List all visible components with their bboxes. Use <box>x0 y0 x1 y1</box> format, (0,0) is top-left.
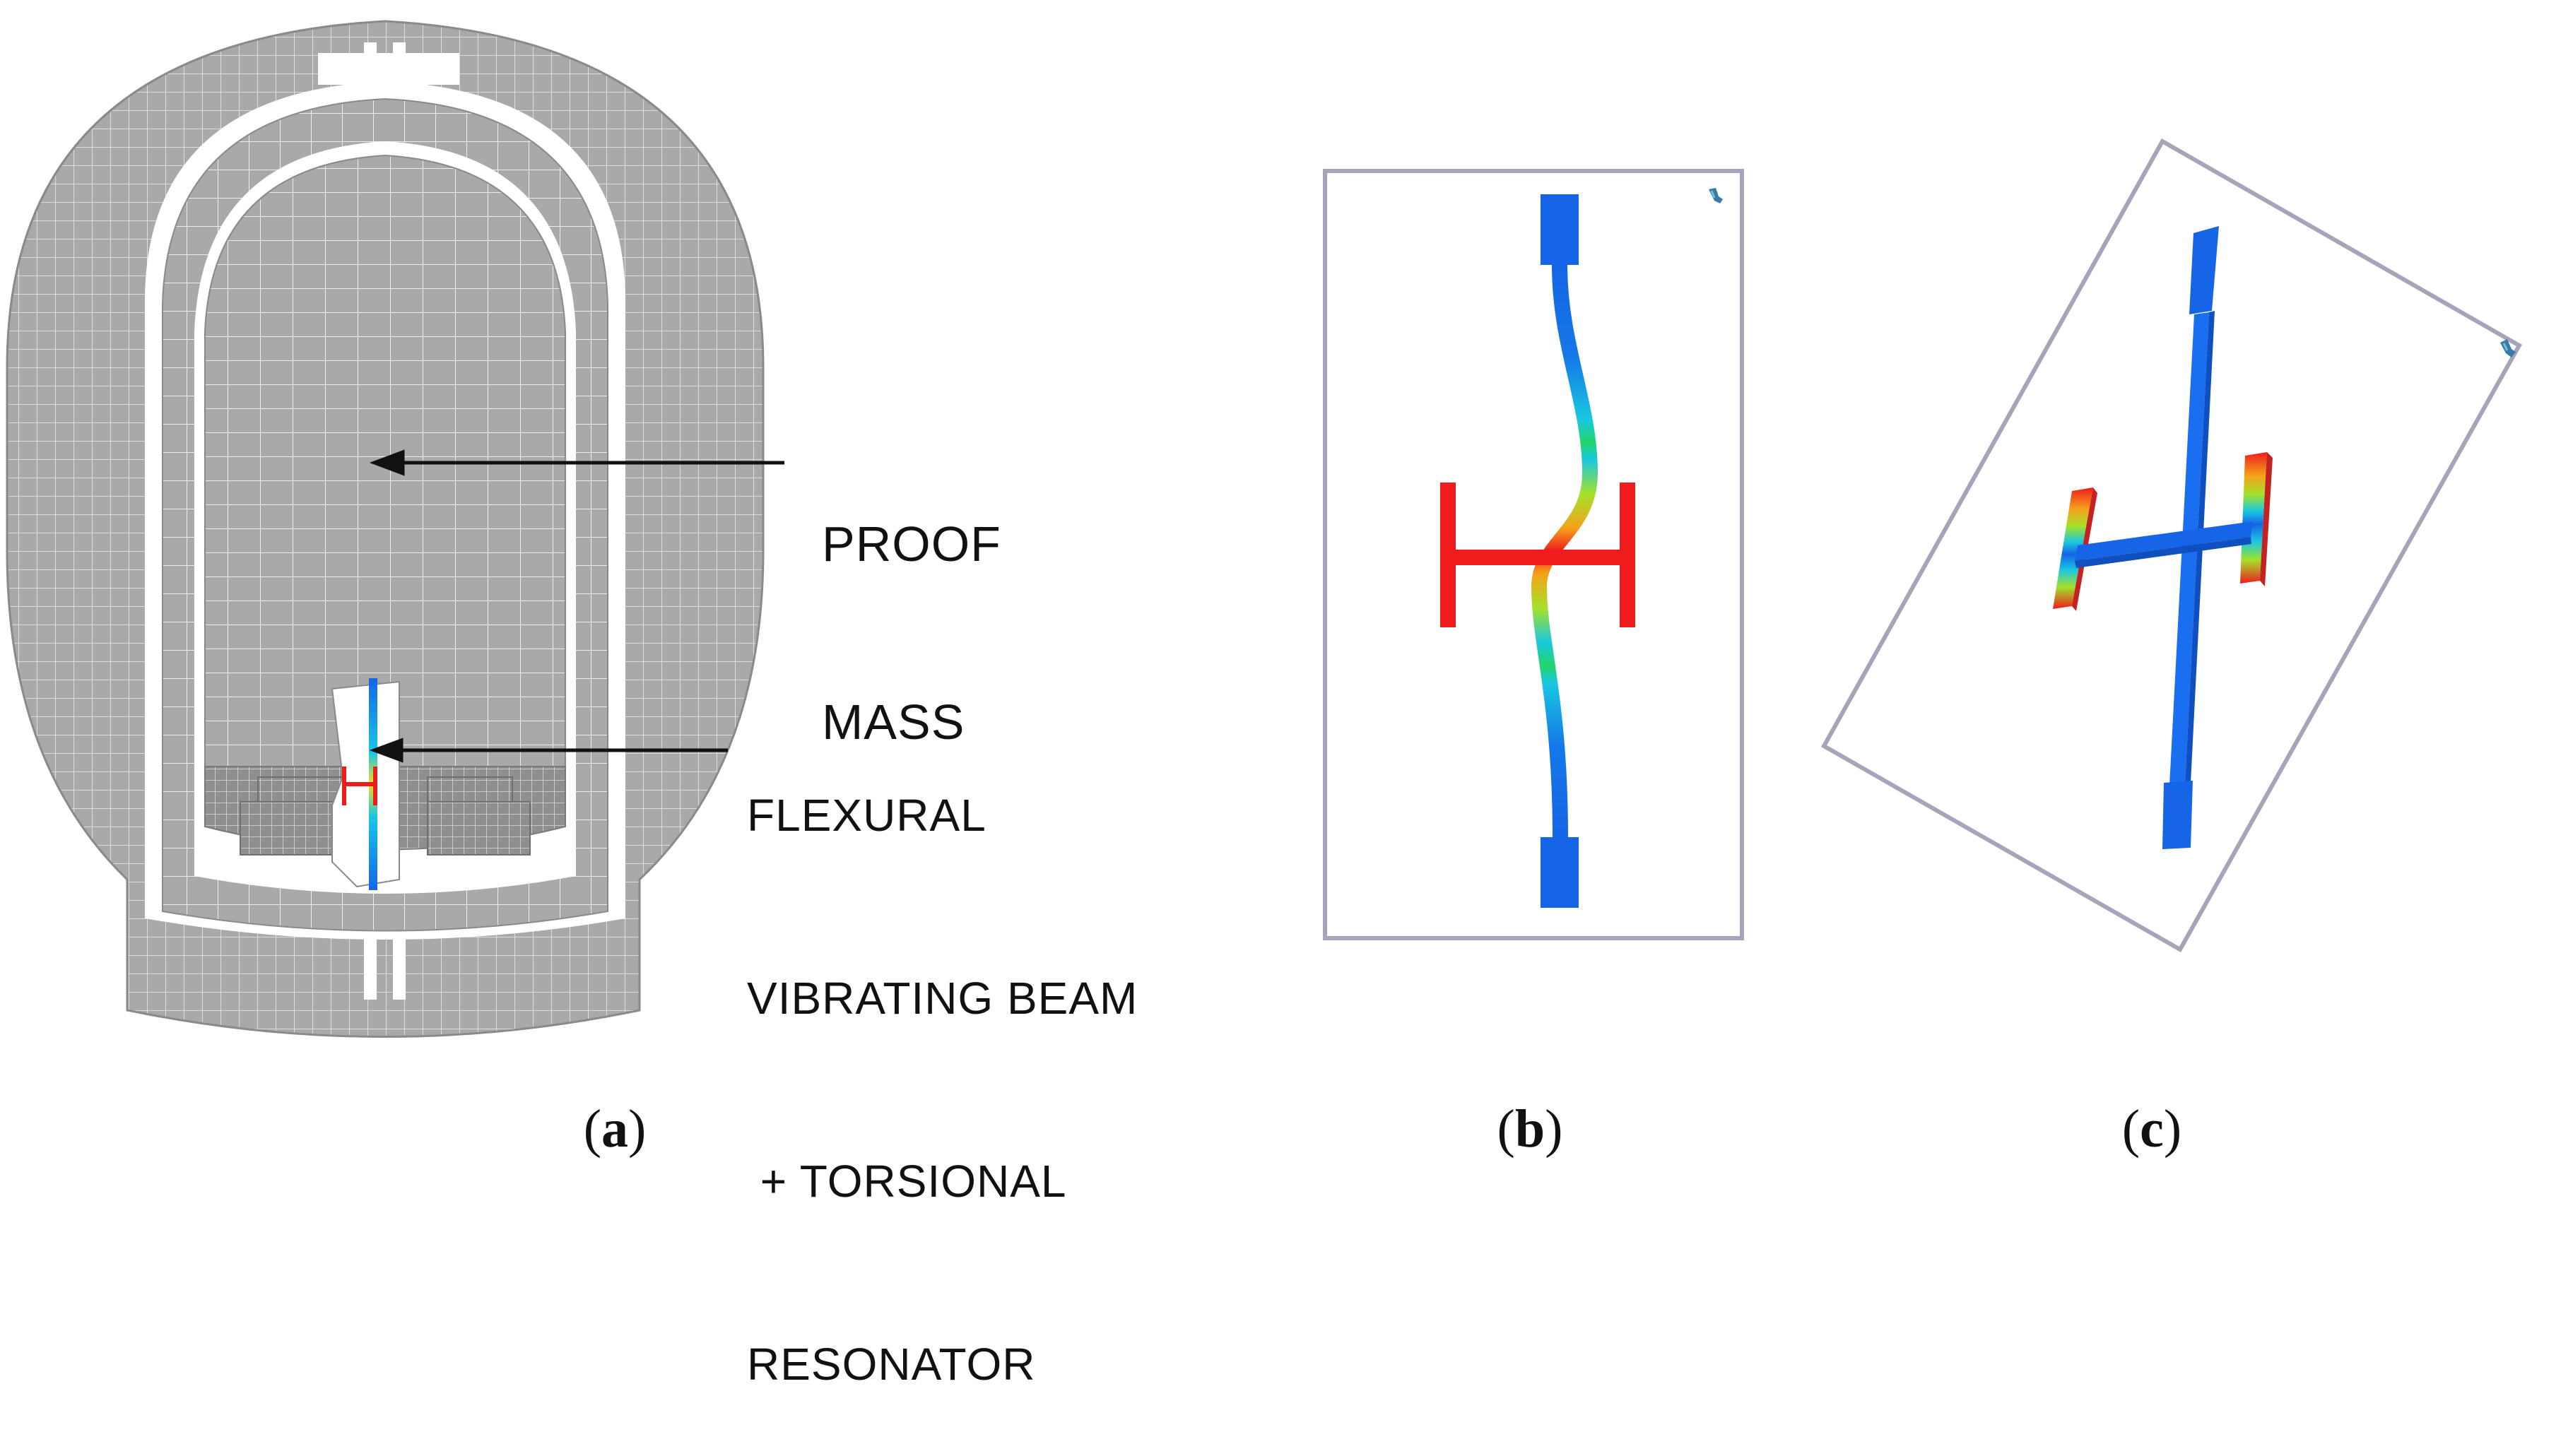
torsional-resonator-miniature <box>342 767 377 805</box>
caption-a: (a) <box>583 1099 647 1159</box>
label-beam-line2: VIBRATING BEAM <box>747 972 1138 1024</box>
label-beam-resonator: FLEXURAL VIBRATING BEAM + TORSIONAL RESO… <box>747 663 1138 1456</box>
caption-c: (c) <box>2121 1099 2182 1159</box>
label-proof-mass-line2: MASS <box>822 694 965 750</box>
label-beam-line4: RESONATOR <box>747 1339 1036 1390</box>
panel-b-flexural-mode <box>1314 162 1753 954</box>
torsional-resonator-3d <box>2053 452 2273 611</box>
torsional-resonator <box>1440 483 1635 627</box>
annotation-arrows <box>0 0 848 848</box>
caption-c-letter: c <box>2140 1099 2164 1159</box>
label-beam-line1: FLEXURAL <box>747 789 987 841</box>
caption-b: (b) <box>1497 1099 1563 1159</box>
caption-a-letter: a <box>601 1099 628 1159</box>
axis-triad-icon-c <box>2500 339 2516 357</box>
caption-b-letter: b <box>1514 1099 1545 1159</box>
axis-triad-icon <box>1709 188 1723 203</box>
label-beam-line3: + TORSIONAL <box>747 1156 1067 1207</box>
label-proof-mass-line1: PROOF <box>822 516 1001 572</box>
beam-anchor-top <box>1541 194 1579 265</box>
beam-anchor-bottom <box>1541 837 1579 908</box>
panel-a-fem-mesh <box>0 0 777 1074</box>
label-proof-mass: PROOF MASS <box>822 396 1001 811</box>
vibrating-beam <box>1531 264 1598 838</box>
panel-c-torsional-mode <box>1809 134 2556 968</box>
